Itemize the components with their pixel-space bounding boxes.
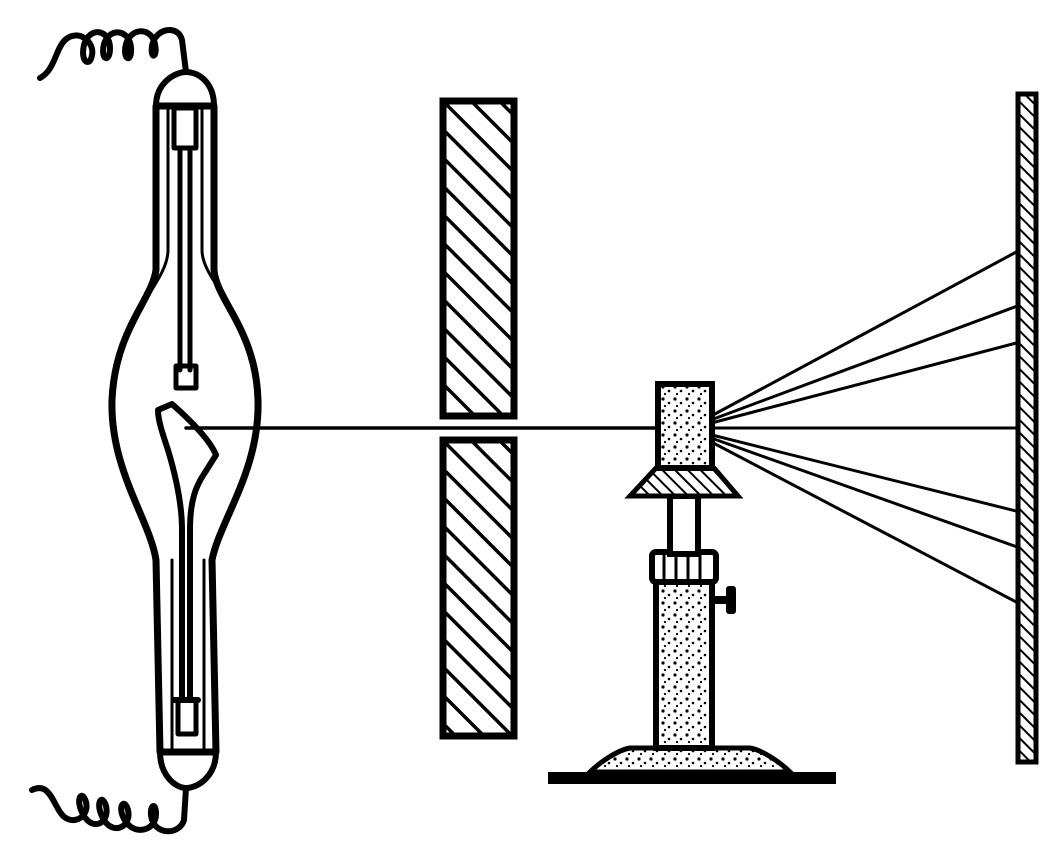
tube-envelope	[108, 102, 262, 756]
tube-bottom-cap	[157, 749, 219, 791]
cathode-icon	[171, 105, 199, 391]
diffracted-ray	[698, 248, 1022, 424]
diffracted-ray	[698, 430, 1022, 514]
tube-inner-neck-top	[138, 108, 234, 312]
diffracted-rays	[698, 248, 1022, 606]
stand-lower-pillar	[653, 569, 715, 751]
crystal-table	[624, 465, 744, 499]
tube-inner-neck-bottom	[170, 558, 206, 750]
diffracted-ray	[698, 340, 1022, 428]
stand-foot	[548, 772, 836, 784]
photographic-plate-icon	[1015, 91, 1039, 765]
crystal-sample-icon	[655, 381, 715, 471]
xray-tube-icon	[29, 27, 262, 835]
shield-upper-block	[439, 97, 518, 420]
lead-shield-icon	[439, 97, 518, 740]
diffracted-ray	[698, 434, 1022, 606]
tube-top-cap	[153, 69, 217, 109]
shield-lower-block	[439, 436, 518, 740]
diffracted-ray	[698, 303, 1022, 426]
top-lead-wire	[37, 27, 189, 81]
set-screw-icon	[712, 586, 736, 614]
adjustable-stand-icon	[548, 465, 836, 784]
stand-upper-rod	[667, 493, 701, 557]
diffracted-ray	[698, 432, 1022, 550]
bottom-lead-wire	[29, 785, 189, 835]
anode-icon	[155, 401, 219, 737]
stand-base	[583, 745, 797, 775]
